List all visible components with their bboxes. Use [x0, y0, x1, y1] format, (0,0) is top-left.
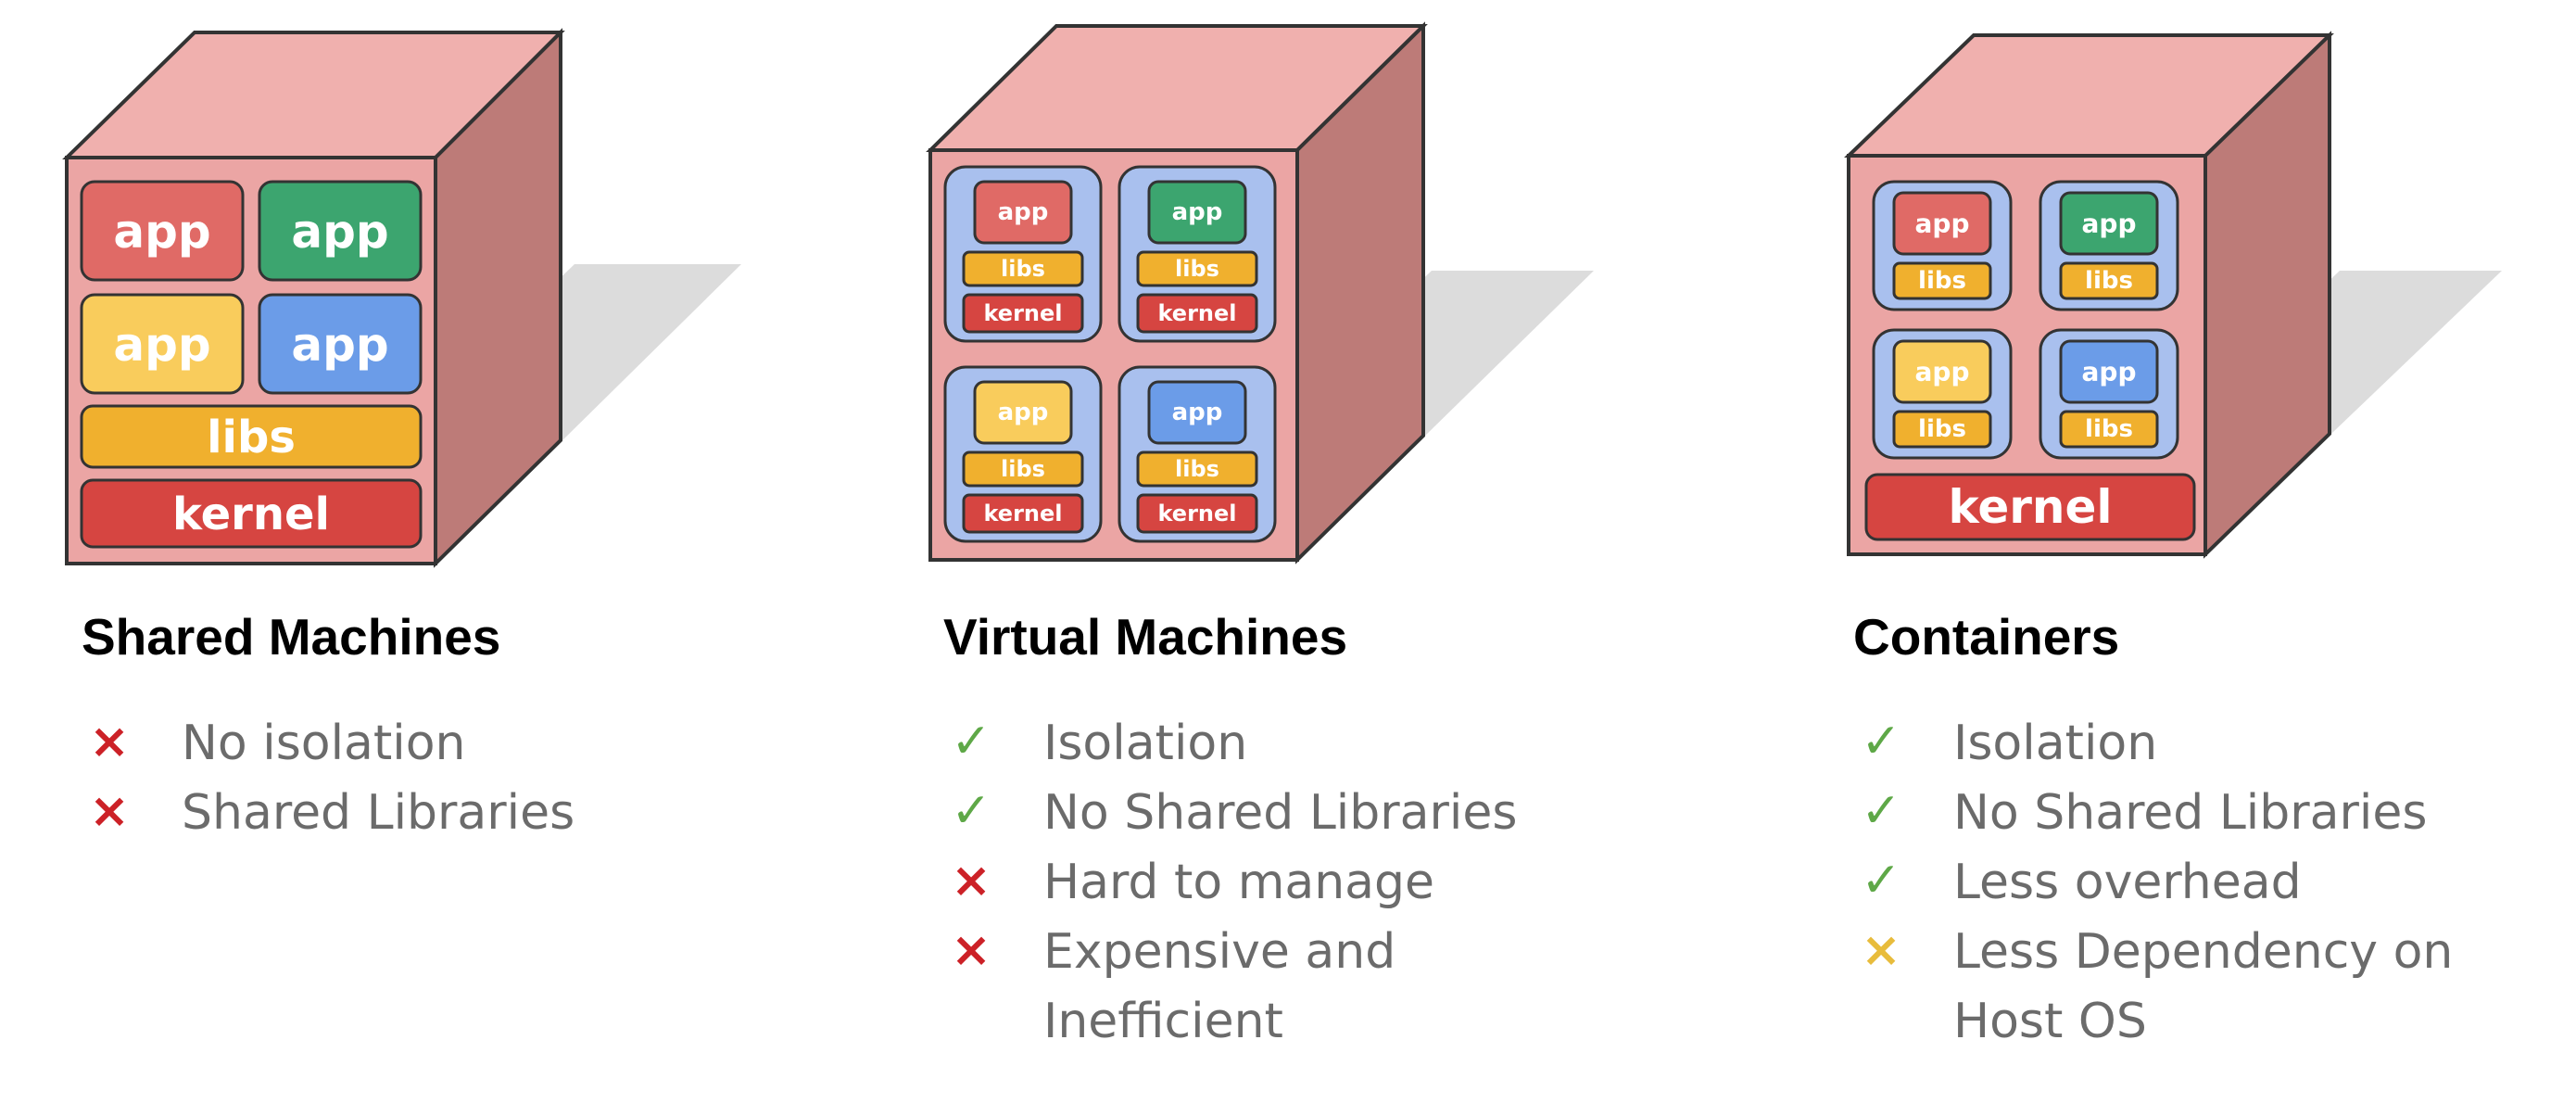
list-item-text: No isolation: [182, 716, 466, 771]
list-item-text: Isolation: [1953, 716, 2158, 771]
cross-icon: ×: [89, 783, 130, 839]
svg-text:libs: libs: [1918, 415, 1966, 443]
check-icon: ✓: [1861, 853, 1901, 908]
panel-title: Virtual Machines: [943, 608, 1348, 666]
check-icon: ✓: [951, 783, 991, 839]
svg-text:kernel: kernel: [1157, 501, 1236, 526]
svg-text:app: app: [2082, 357, 2137, 387]
list-item-text: Expensive and: [1043, 924, 1396, 980]
svg-text:app: app: [291, 205, 388, 259]
virtual-machine-cube: app libs kernel app libs kernel app libs…: [926, 21, 1594, 564]
panel-containers: app libs app libs app libs app libs: [1770, 0, 2576, 1116]
check-icon: ✓: [1861, 714, 1901, 769]
svg-text:app: app: [1172, 198, 1223, 226]
list-item-text: Hard to manage: [1043, 855, 1435, 910]
svg-text:kernel: kernel: [1157, 300, 1236, 326]
svg-text:app: app: [1915, 357, 1970, 387]
cross-icon: ×: [89, 714, 130, 769]
svg-text:app: app: [113, 205, 210, 259]
container-box: app libs: [2039, 180, 2179, 311]
list-item-text: No Shared Libraries: [1953, 785, 2428, 841]
list-item-text-continued: Inefficient: [1043, 994, 1283, 1049]
cross-icon: ×: [951, 853, 991, 908]
container-box: app libs: [2039, 328, 2179, 460]
svg-text:libs: libs: [1918, 267, 1966, 295]
svg-text:libs: libs: [2085, 415, 2133, 443]
vm-box: app libs kernel: [1118, 165, 1277, 343]
panel-title: Shared Machines: [82, 608, 501, 666]
libs-block: libs: [80, 404, 423, 469]
svg-text:libs: libs: [1001, 256, 1045, 282]
svg-text:app: app: [998, 399, 1049, 426]
svg-text:kernel: kernel: [1948, 480, 2112, 534]
container-box: app libs: [1872, 180, 2013, 311]
panel-shared-machines: app app app app libs kernel Shared Machi…: [0, 0, 852, 1116]
svg-text:app: app: [1172, 399, 1223, 426]
app-block: app: [258, 180, 423, 282]
check-icon: ✓: [951, 714, 991, 769]
svg-text:libs: libs: [1175, 456, 1219, 482]
vm-box: app libs kernel: [1118, 365, 1277, 543]
svg-text:libs: libs: [1001, 456, 1045, 482]
container-box: app libs: [1872, 328, 2013, 460]
list-item-text: No Shared Libraries: [1043, 785, 1518, 841]
svg-text:libs: libs: [1175, 256, 1219, 282]
app-block: app: [258, 293, 423, 395]
svg-text:kernel: kernel: [172, 488, 330, 540]
svg-text:libs: libs: [207, 412, 296, 463]
list-item-text: Less Dependency on: [1953, 924, 2454, 980]
shared-machine-cube: app app app app libs kernel: [62, 28, 741, 568]
vm-box: app libs kernel: [943, 365, 1103, 543]
cross-icon: ×: [951, 922, 991, 978]
svg-text:app: app: [291, 318, 388, 372]
svg-text:app: app: [998, 198, 1049, 226]
list-item-text-continued: Host OS: [1953, 994, 2147, 1049]
check-icon: ✓: [1861, 783, 1901, 839]
kernel-block: kernel: [80, 478, 423, 549]
kernel-block: kernel: [1864, 473, 2196, 541]
svg-text:kernel: kernel: [983, 300, 1062, 326]
list-item-text: Isolation: [1043, 716, 1248, 771]
app-block: app: [80, 293, 245, 395]
panel-virtual-machines: app libs kernel app libs kernel app libs…: [862, 0, 1714, 1116]
svg-text:libs: libs: [2085, 267, 2133, 295]
svg-text:app: app: [113, 318, 210, 372]
panel-title: Containers: [1853, 608, 2120, 666]
svg-text:kernel: kernel: [983, 501, 1062, 526]
list-item-text: Less overhead: [1953, 855, 2302, 910]
container-cube: app libs app libs app libs app libs: [1844, 31, 2502, 559]
vm-box: app libs kernel: [943, 165, 1103, 343]
svg-text:app: app: [2082, 209, 2137, 239]
app-block: app: [80, 180, 245, 282]
list-item-text: Shared Libraries: [182, 785, 575, 841]
svg-text:app: app: [1915, 209, 1970, 239]
warning-cross-icon: ×: [1861, 922, 1901, 978]
